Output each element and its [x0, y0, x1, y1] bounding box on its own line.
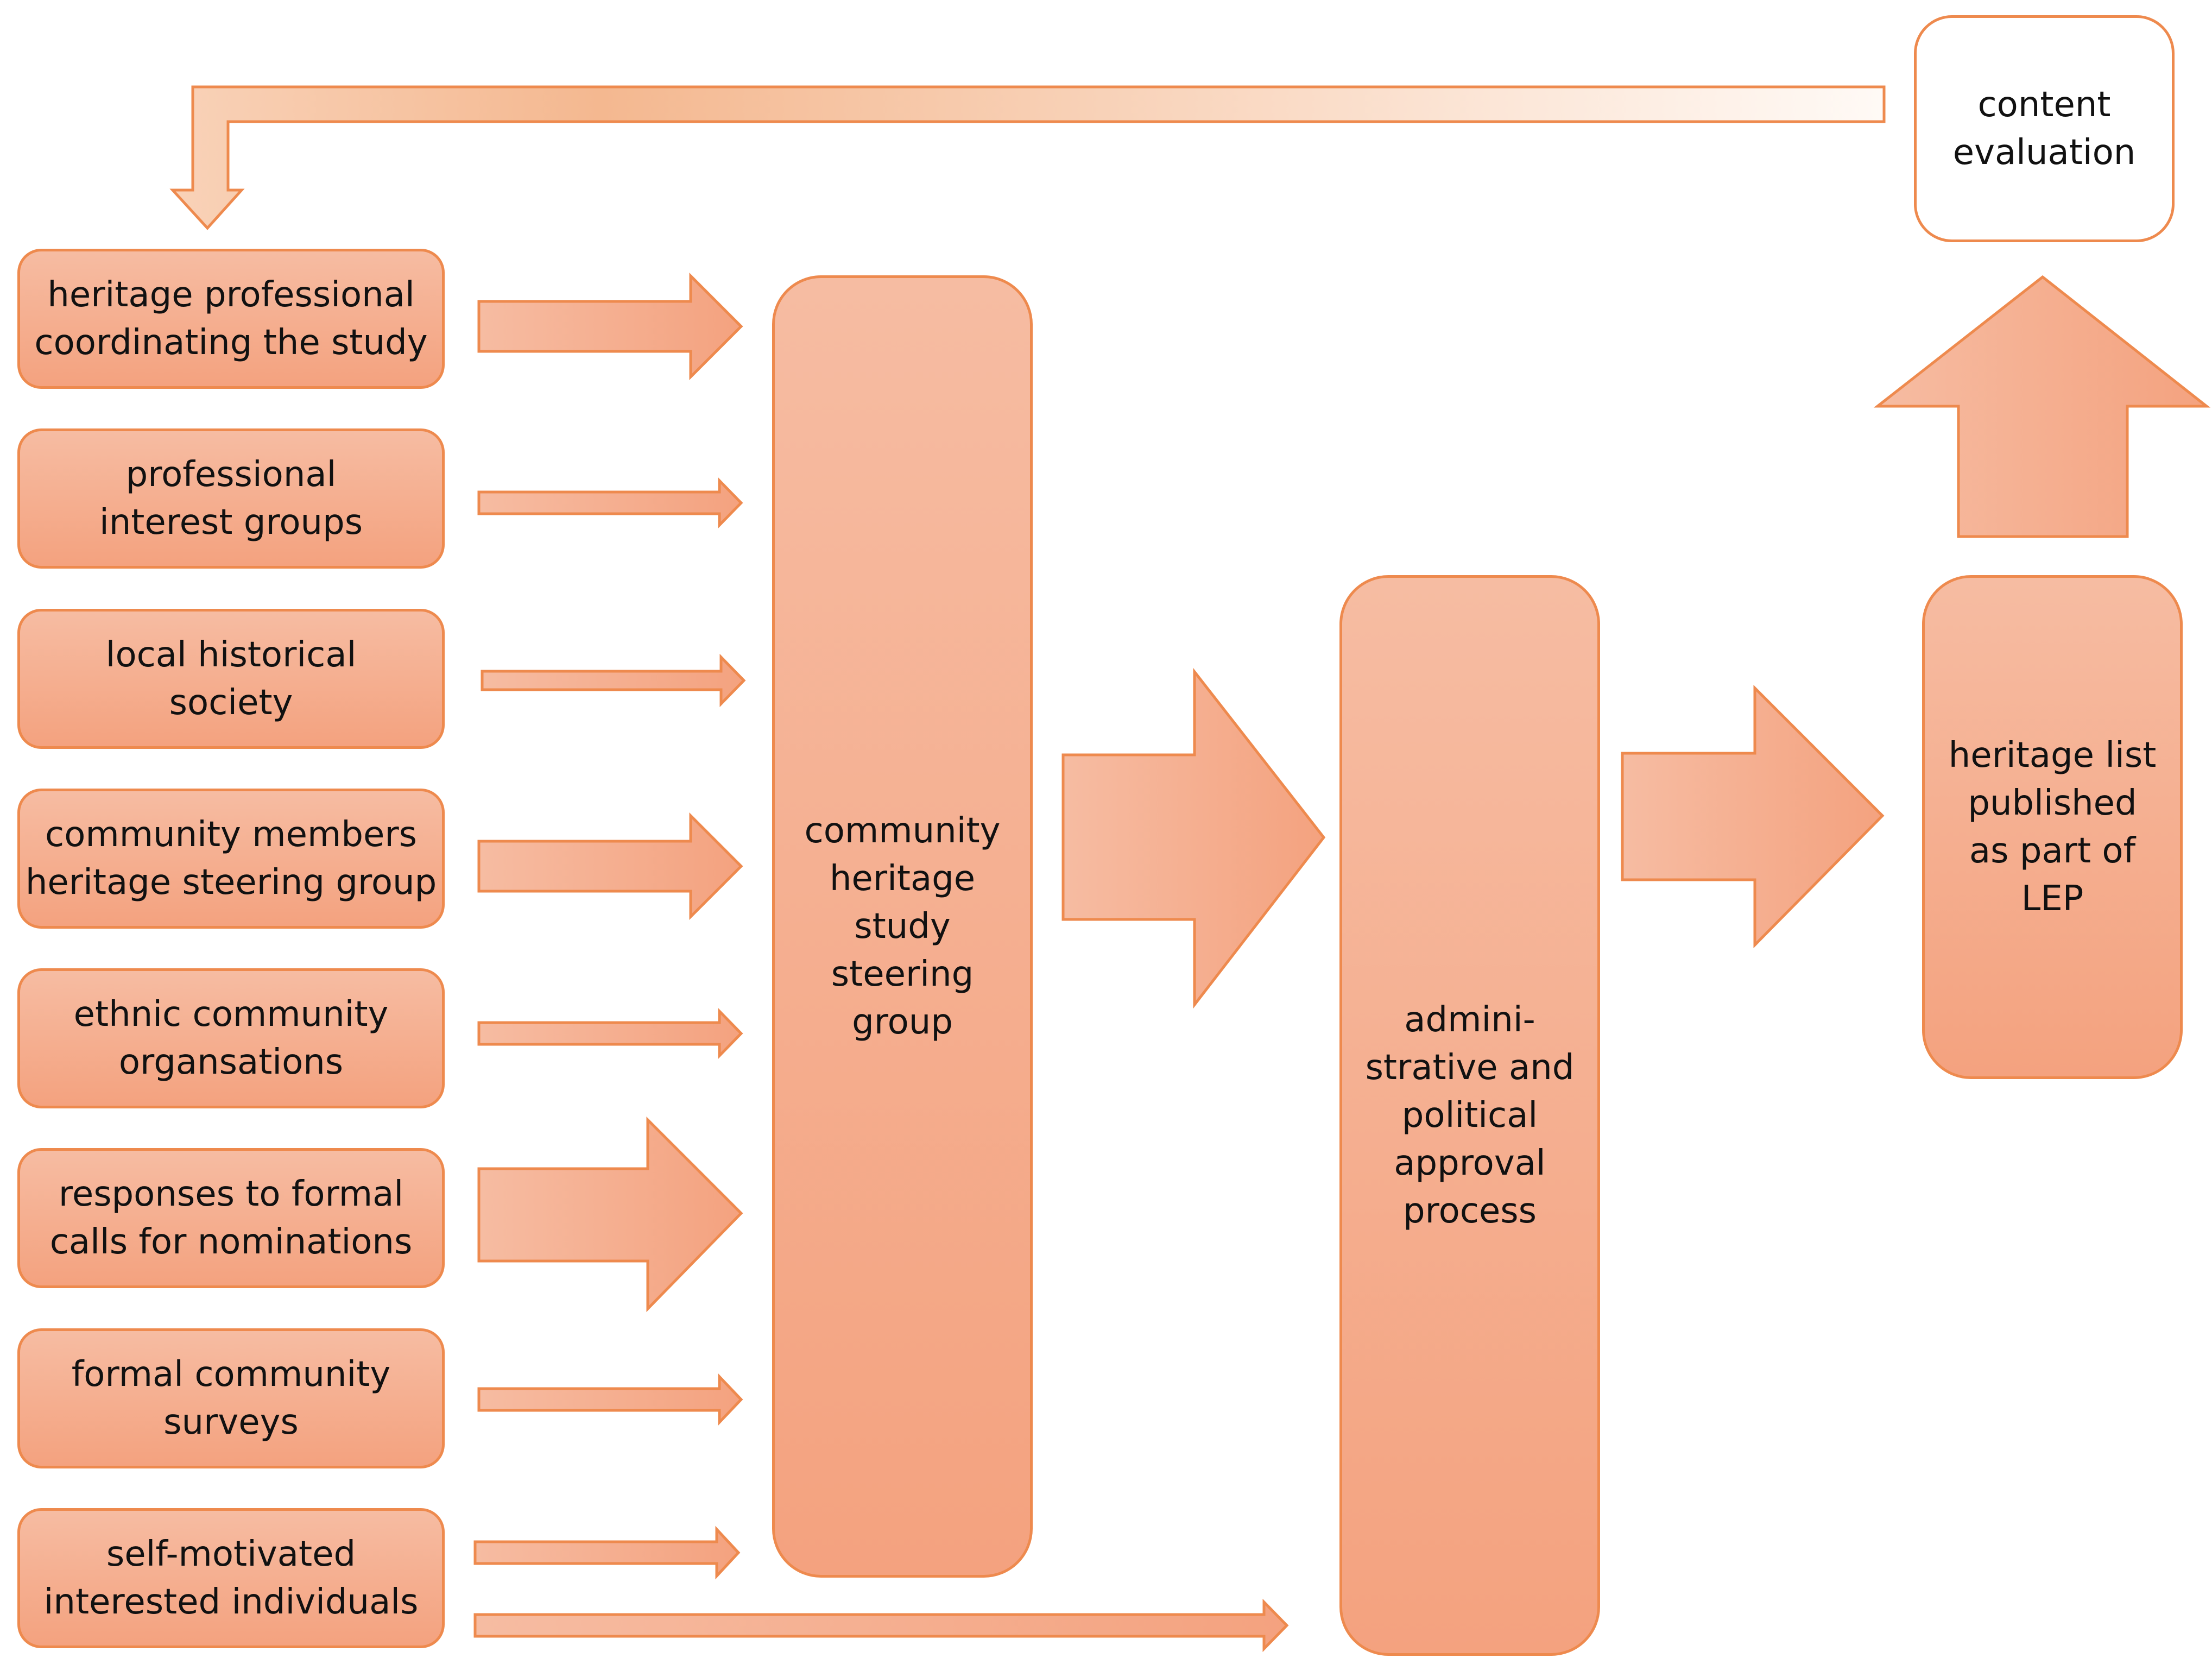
arrow-bypass-to-approval [473, 1598, 1289, 1653]
steering-group-box: community heritage study steering group [772, 275, 1033, 1578]
heritage-list-box: heritage list published as part of LEP [1922, 575, 2183, 1079]
feedback-arrow [169, 85, 1886, 230]
arrow-source-3 [481, 653, 746, 708]
arrow-source-4 [477, 812, 743, 921]
arrow-list-to-evaluation [1873, 275, 2211, 538]
source-professional-interest-groups: professional interest groups [17, 428, 445, 569]
arrow-source-1 [477, 272, 743, 381]
arrow-source-7 [477, 1373, 743, 1426]
arrow-source-6 [477, 1116, 743, 1313]
source-ethnic-community-organisations: ethnic community organsations [17, 968, 445, 1108]
source-formal-nominations: responses to formal calls for nomination… [17, 1148, 445, 1288]
arrow-source-8 [473, 1525, 741, 1580]
arrow-source-5 [477, 1007, 743, 1060]
source-self-motivated-individuals: self-motivated interested individuals [17, 1508, 445, 1648]
arrow-approval-to-list [1621, 684, 1885, 949]
arrow-source-2 [477, 477, 743, 529]
content-evaluation-box: content evaluation [1914, 15, 2175, 242]
source-community-members: community members heritage steering grou… [17, 789, 445, 929]
arrow-steering-to-approval [1061, 667, 1326, 1009]
source-heritage-professional: heritage professional coordinating the s… [17, 249, 445, 389]
approval-process-box: admini- strative and political approval … [1339, 575, 1600, 1656]
source-formal-community-surveys: formal community surveys [17, 1328, 445, 1468]
source-local-historical-society: local historical society [17, 609, 445, 749]
